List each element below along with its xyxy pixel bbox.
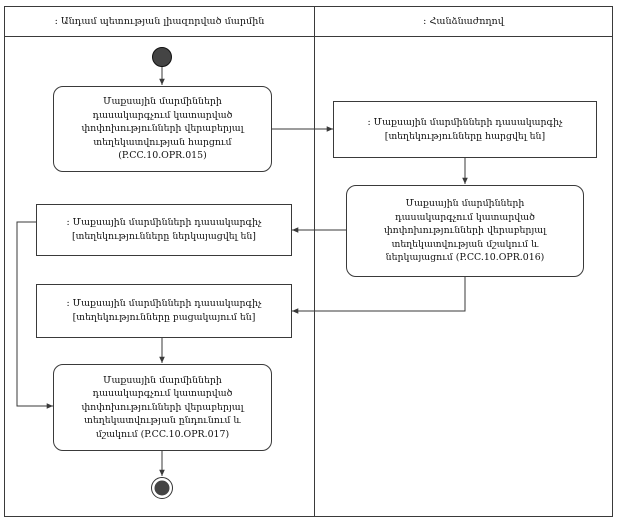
- flow-n4-to-n6: [16, 221, 53, 409]
- end-node: [154, 480, 170, 496]
- lane-title-commission: : Հանձնաժողով: [423, 15, 504, 27]
- activity-request-info: Մաքսային մարմինների դասակարգչում կատարվա…: [53, 86, 272, 172]
- flow-n3-to-n5: [292, 277, 466, 314]
- lane-title-member-state: : Անդամ պետության լիազորված մարմին: [54, 15, 265, 27]
- start-node: [152, 47, 172, 67]
- activity-process-submit-info: Մաքսային մարմինների դասակարգչում կատարվա…: [346, 185, 584, 277]
- diagram-frame: [4, 6, 613, 517]
- object-classifier-submitted: : Մաքսային մարմինների դասակարգիչ [տեղեկո…: [36, 204, 292, 256]
- object-classifier-absent: : Մաքսային մարմինների դասակարգիչ [տեղեկո…: [36, 284, 292, 338]
- activity-receive-process-info: Մաքսային մարմինների դասակարգչում կատարվա…: [53, 364, 272, 451]
- object-classifier-requested: : Մաքսային մարմինների դասակարգիչ [տեղեկո…: [333, 101, 597, 158]
